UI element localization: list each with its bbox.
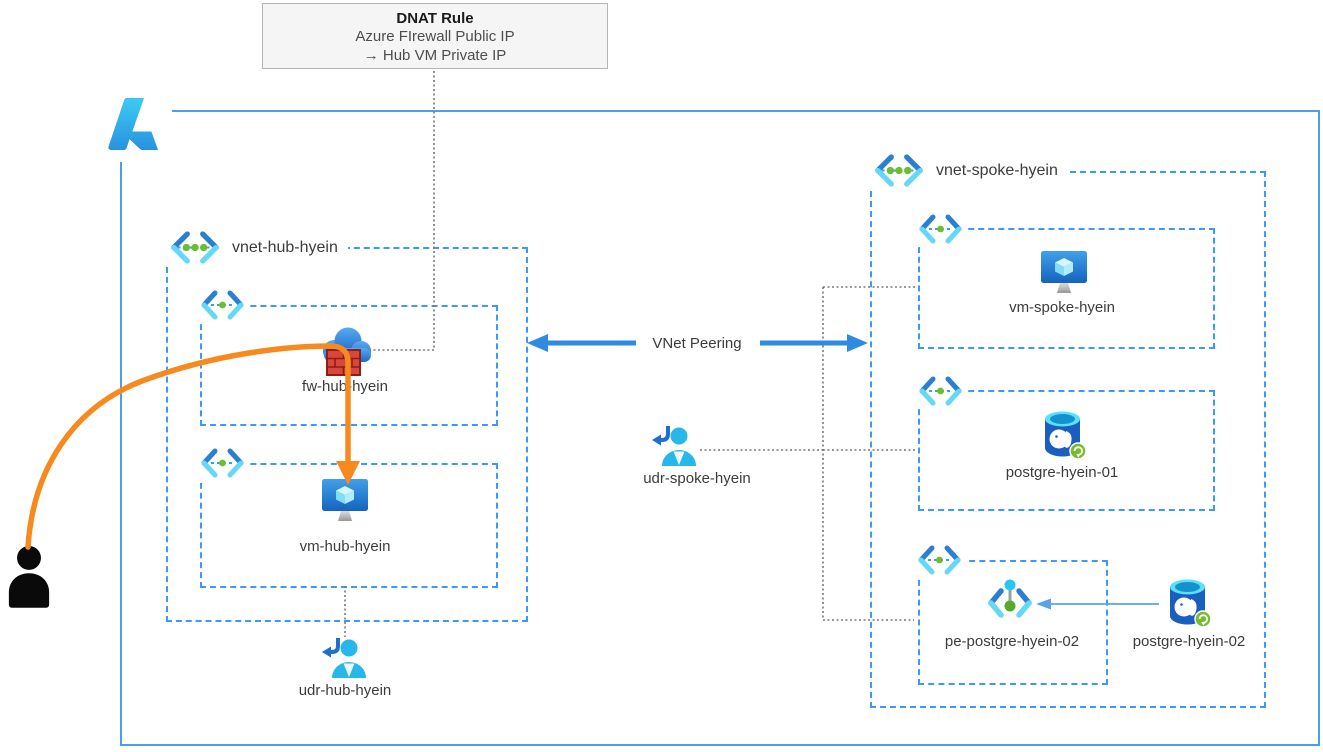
hub-vm-subnet-icon [196,447,249,479]
subnet-icon [917,376,964,406]
hub-vm-node [321,478,369,528]
hub-vnet-label: vnet-hub-hyein [232,238,338,256]
private-endpoint-icon [984,576,1036,630]
firewall-node [319,326,373,378]
spoke-vm-label: vm-spoke-hyein [1009,299,1115,316]
postgres2-label: postgre-hyein-02 [1132,633,1246,650]
hub-udr-node [322,636,368,680]
hub-vm-label: vm-hub-hyein [299,538,391,555]
spoke-udr-label: udr-spoke-hyein [643,470,751,487]
dnat-rule-line1: Azure FIrewall Public IP [355,28,515,45]
dnat-rule-note: DNAT Rule Azure FIrewall Public IP → Hub… [262,3,608,69]
dnat-rule-line2: → Hub VM Private IP [363,46,507,64]
azure-logo [100,86,172,162]
spoke-vm-subnet-icon [914,213,967,245]
spoke-vm-subnet-boundary [918,228,1215,349]
route-table-icon [322,636,368,680]
azure-logo-icon [108,98,159,150]
azure-postgresql-icon [1043,410,1087,460]
virtual-machine-icon [321,478,369,528]
subnet-icon [199,290,246,320]
subnet-icon [916,545,963,575]
subnet-icon [199,448,246,478]
route-table-icon [652,424,698,468]
dnat-rule-title: DNAT Rule [396,10,474,27]
postgres1-node [1043,410,1087,460]
spoke-pe-subnet-boundary [918,560,1108,685]
spoke-udr-node [652,424,698,468]
spoke-postgres1-subnet-boundary [918,390,1215,511]
hub-udr-label: udr-hub-hyein [298,682,392,699]
subnet-icon [917,214,964,244]
spoke-vnet-label: vnet-spoke-hyein [936,161,1058,179]
azure-firewall-icon [319,326,373,378]
spoke-postgres1-subnet-icon [914,375,967,407]
hub-vnet-header: vnet-hub-hyein [166,229,348,266]
user-node [6,544,52,614]
hub-firewall-subnet-icon [196,289,249,321]
spoke-vm-node [1040,250,1088,300]
private-endpoint-node [984,576,1036,630]
spoke-vnet-header: vnet-spoke-hyein [870,152,1068,189]
spoke-pe-subnet-icon [913,544,966,576]
postgres2-node [1168,578,1212,628]
vnet-peering-label: VNet Peering [652,335,742,352]
user-icon [6,544,52,614]
firewall-label: fw-hub-hyein [302,378,388,395]
azure-postgresql-icon [1168,578,1212,628]
virtual-network-icon [168,231,222,264]
virtual-machine-icon [1040,250,1088,300]
virtual-network-icon [872,154,926,187]
postgres1-label: postgre-hyein-01 [1005,464,1119,481]
private-endpoint-label: pe-postgre-hyein-02 [944,633,1080,650]
